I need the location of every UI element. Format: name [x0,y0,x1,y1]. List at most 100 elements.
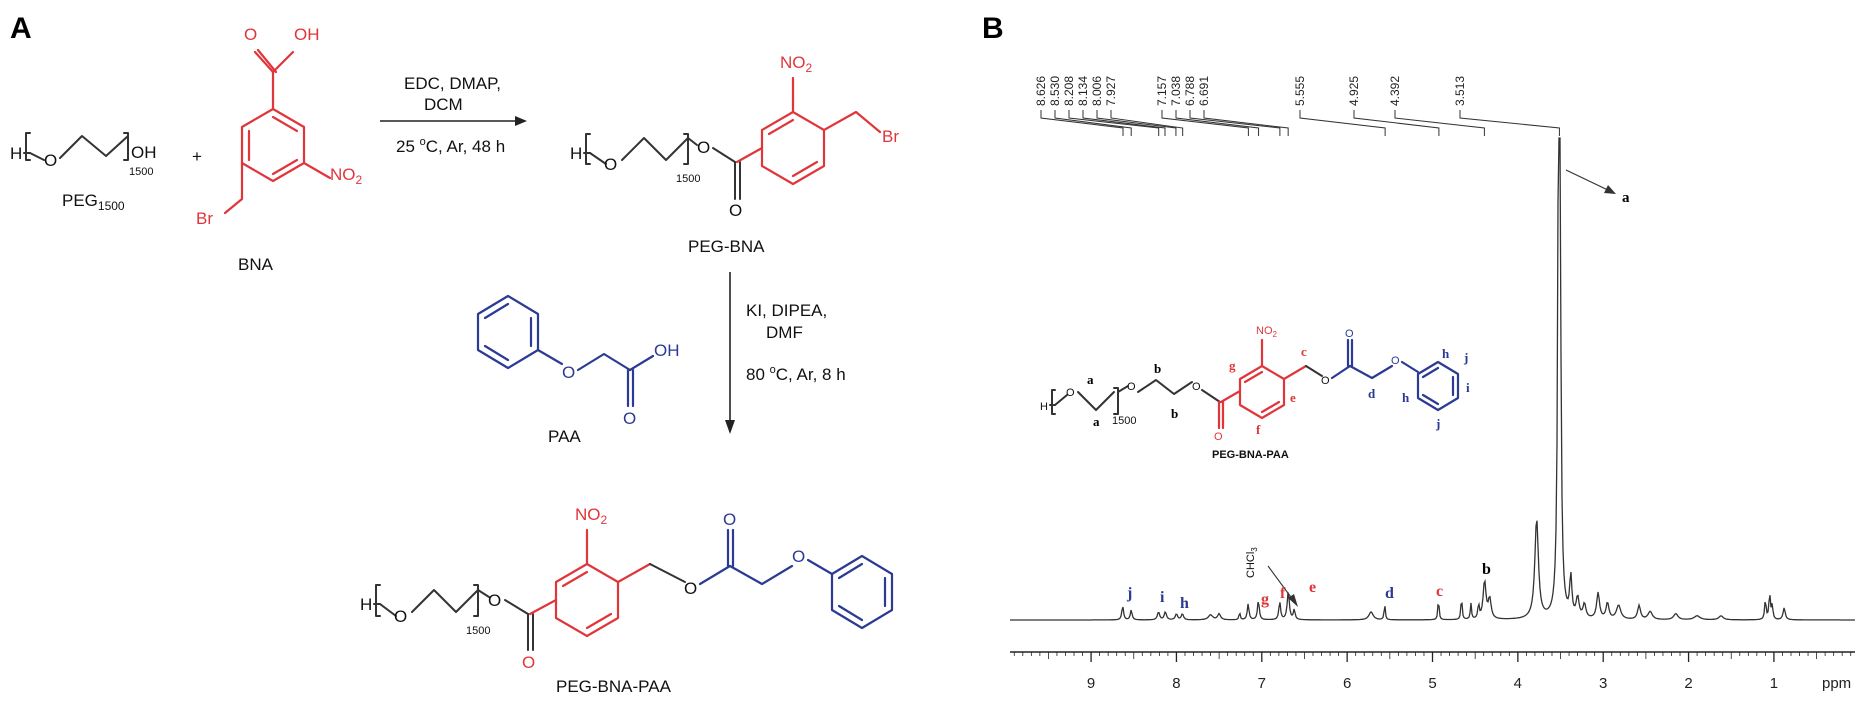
peak-shift-value: 8.530 [1048,76,1062,106]
atom-br: Br [196,209,213,228]
axis-tick-label: 8 [1172,675,1180,692]
atom-oh: OH [294,25,320,44]
peak-label-a: a [1622,190,1630,206]
plus-sign: + [192,147,202,166]
peak-label-i: i [1160,589,1165,606]
peg1500-structure: H O OH 1500 PEG1500 [10,132,157,213]
atom-o: O [729,201,742,220]
peak-shift-value: 6.691 [1197,76,1211,106]
peak-connector [1040,110,1124,136]
atom-o: O [623,409,636,428]
peak-label-c: c [1436,583,1443,600]
label-c: c [1301,344,1307,359]
atom-o: O [723,510,736,529]
axis-tick-label: 7 [1258,675,1266,692]
peg1500-label: PEG1500 [62,191,125,213]
atom-o: O [244,25,257,44]
peak-shift-value: 8.626 [1034,76,1048,106]
peak-connector [1110,110,1184,136]
peak-shift-value: 7.927 [1104,76,1118,106]
atom-o: O [394,607,407,626]
peak-assignment-letters: j i h g f e d c b [1126,561,1491,612]
peak-connector [1394,110,1485,136]
inset-compound-label: PEG-BNA-PAA [1212,449,1289,461]
peak-label-g: g [1261,591,1269,608]
peak-connector [1175,110,1260,136]
nmr-spectrum-trace [1010,137,1855,621]
paa-label: PAA [548,427,581,446]
product-structure: H O 1500 O O NO2 O O O PEG-BNA-PAA [360,505,894,696]
label-b: b [1171,406,1178,421]
nitro-group: NO2 [330,165,363,187]
peak-connector [1096,110,1177,136]
atom-o: O [1214,431,1223,443]
peak-label-h: h [1180,595,1189,612]
atom-h: H [10,144,22,163]
nitro-group: NO2 [575,505,608,527]
nmr-inset-structure: H O 1500 O O O NO2 O O O a a b b c [1040,325,1470,461]
atom-o: O [1066,387,1075,399]
axis-tick-label: 5 [1428,675,1436,692]
peak-connector [1189,110,1281,136]
atom-o: O [488,591,501,610]
atom-o: O [562,363,575,382]
solvent-text: DMF [766,323,803,342]
peak-connector [1203,110,1289,136]
peak-shift-value: 4.392 [1388,76,1402,106]
atom-o: O [1127,381,1136,393]
solvent-label: CHCl3 [1245,547,1259,578]
label-a: a [1093,414,1100,429]
atom-o: O [1192,381,1201,393]
bna-label: BNA [238,255,274,274]
peak-shift-value: 8.208 [1062,76,1076,106]
atom-h: H [570,144,582,163]
nitro-group: NO2 [780,53,813,75]
atom-h: H [360,595,372,614]
repeat-n: 1500 [129,166,153,178]
reagent-text: EDC, DMAP, [404,74,501,93]
peak-connector [1068,110,1160,136]
repeat-n: 1500 [676,173,700,185]
product-label: PEG-BNA-PAA [556,677,672,696]
peak-connector [1353,110,1440,136]
label-d: d [1368,386,1376,401]
label-j: j [1435,416,1440,431]
atom-o: O [1391,355,1400,367]
peg-bna-label: PEG-BNA [688,237,765,256]
nitro-group: NO2 [1256,325,1278,339]
label-f: f [1256,422,1261,437]
peak-label-b: b [1482,561,1491,578]
label-a: a [1087,372,1094,387]
peak-label-j: j [1126,585,1132,602]
atom-o: O [697,138,710,157]
axis-tick-label: 1 [1770,675,1778,692]
reagent-text: KI, DIPEA, [746,301,827,320]
peak-shift-value: 7.157 [1155,76,1169,106]
repeat-n: 1500 [1112,415,1136,427]
peak-shift-value: 6.788 [1183,76,1197,106]
step2-reaction-arrow: KI, DIPEA, DMF 80 oC, Ar, 8 h [725,272,846,434]
label-g: g [1229,358,1236,373]
atom-o: O [684,579,697,598]
atom-o: O [1321,375,1330,387]
peak-shift-value: 8.134 [1076,76,1090,106]
atom-o: O [604,155,617,174]
condition-text: 80 oC, Ar, 8 h [746,364,846,384]
axis-tick-label: 2 [1684,675,1692,692]
peg-bna-structure: H O 1500 O O NO2 Br PEG-BNA [570,53,899,256]
atom-h: H [1040,401,1048,413]
peak-shift-value: 8.006 [1090,76,1104,106]
step1-reaction-arrow: EDC, DMAP, DCM 25 oC, Ar, 48 h [380,74,527,156]
label-j: j [1463,350,1468,365]
axis-tick-label: 6 [1343,675,1351,692]
label-h: h [1402,390,1410,405]
peak-label-e: e [1309,579,1316,596]
peak-connector [1054,110,1132,136]
repeat-n: 1500 [466,625,490,637]
label-i: i [1466,380,1470,395]
peak-connector [1299,110,1386,136]
axis-tick-label: 9 [1087,675,1095,692]
atom-o: O [44,151,57,170]
